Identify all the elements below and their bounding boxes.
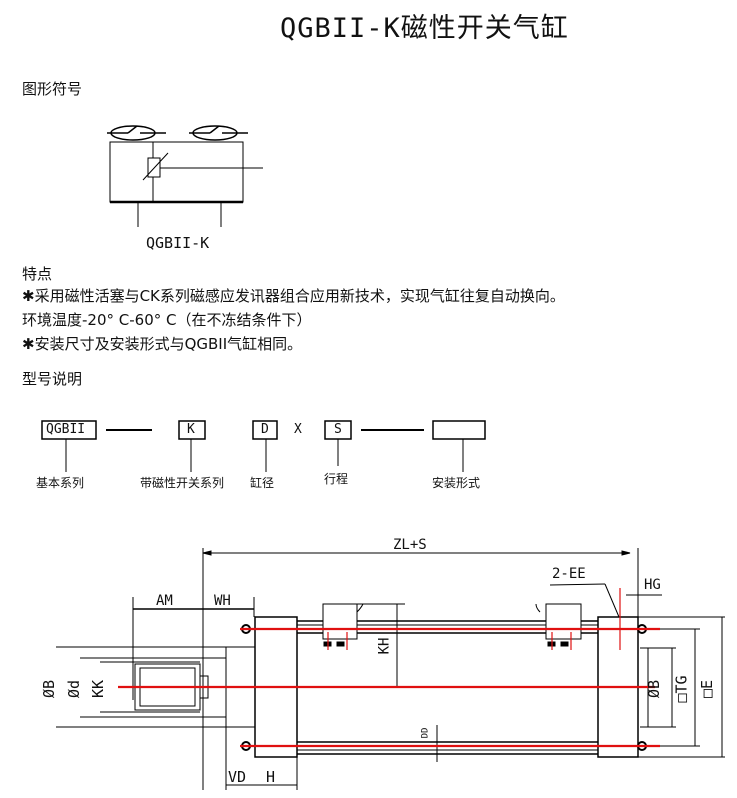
symbol-heading: 图形符号	[22, 80, 83, 98]
dim-vd: VD	[228, 768, 247, 786]
features-heading: 特点	[22, 265, 53, 283]
centerlines	[118, 588, 660, 748]
dim-h: H	[266, 768, 276, 786]
feature-line: ✱安装尺寸及安装形式与QGBII气缸相同。	[22, 335, 303, 353]
dim-tg: □TG	[672, 675, 691, 703]
feature-line: ✱采用磁性活塞与CK系列磁感应发讯器组合应用新技术，实现气缸往复自动换向。	[22, 287, 565, 305]
cylinder-drawing	[56, 548, 725, 790]
caption: 安装形式	[432, 476, 481, 490]
dim-d: Ød	[65, 679, 84, 699]
model-diagram	[41, 420, 486, 472]
dim-wh: WH	[214, 593, 231, 609]
code-k: K	[187, 422, 195, 437]
dim-zl-s: ZL+S	[393, 537, 427, 553]
dim-b-left: ØB	[40, 679, 59, 699]
dim-b-right: ØB	[645, 679, 664, 699]
dim-kh: KH	[376, 637, 393, 655]
graphic-symbol	[107, 125, 263, 227]
caption: 基本系列	[36, 476, 85, 490]
feature-line: 环境温度-20° C-60° C（在不冻结条件下）	[22, 311, 312, 329]
code-qgbii: QGBII	[46, 422, 86, 437]
dim-dd: DD	[420, 727, 431, 739]
dim-am: AM	[156, 593, 173, 609]
page-title: QGBII-K磁性开关气缸	[280, 13, 569, 44]
code-s: S	[334, 422, 342, 437]
symbol-label: QGBII-K	[146, 234, 210, 252]
caption: 缸径	[250, 476, 275, 490]
code-d: D	[261, 422, 269, 437]
caption: 带磁性开关系列	[140, 476, 225, 490]
dim-e: □E	[698, 679, 717, 699]
caption: 行程	[324, 472, 349, 486]
dim-kk: KK	[89, 679, 108, 699]
model-heading: 型号说明	[22, 370, 83, 388]
dim-2-ee: 2-EE	[552, 566, 586, 582]
dim-hg: HG	[644, 577, 661, 593]
code-x: X	[294, 422, 302, 437]
